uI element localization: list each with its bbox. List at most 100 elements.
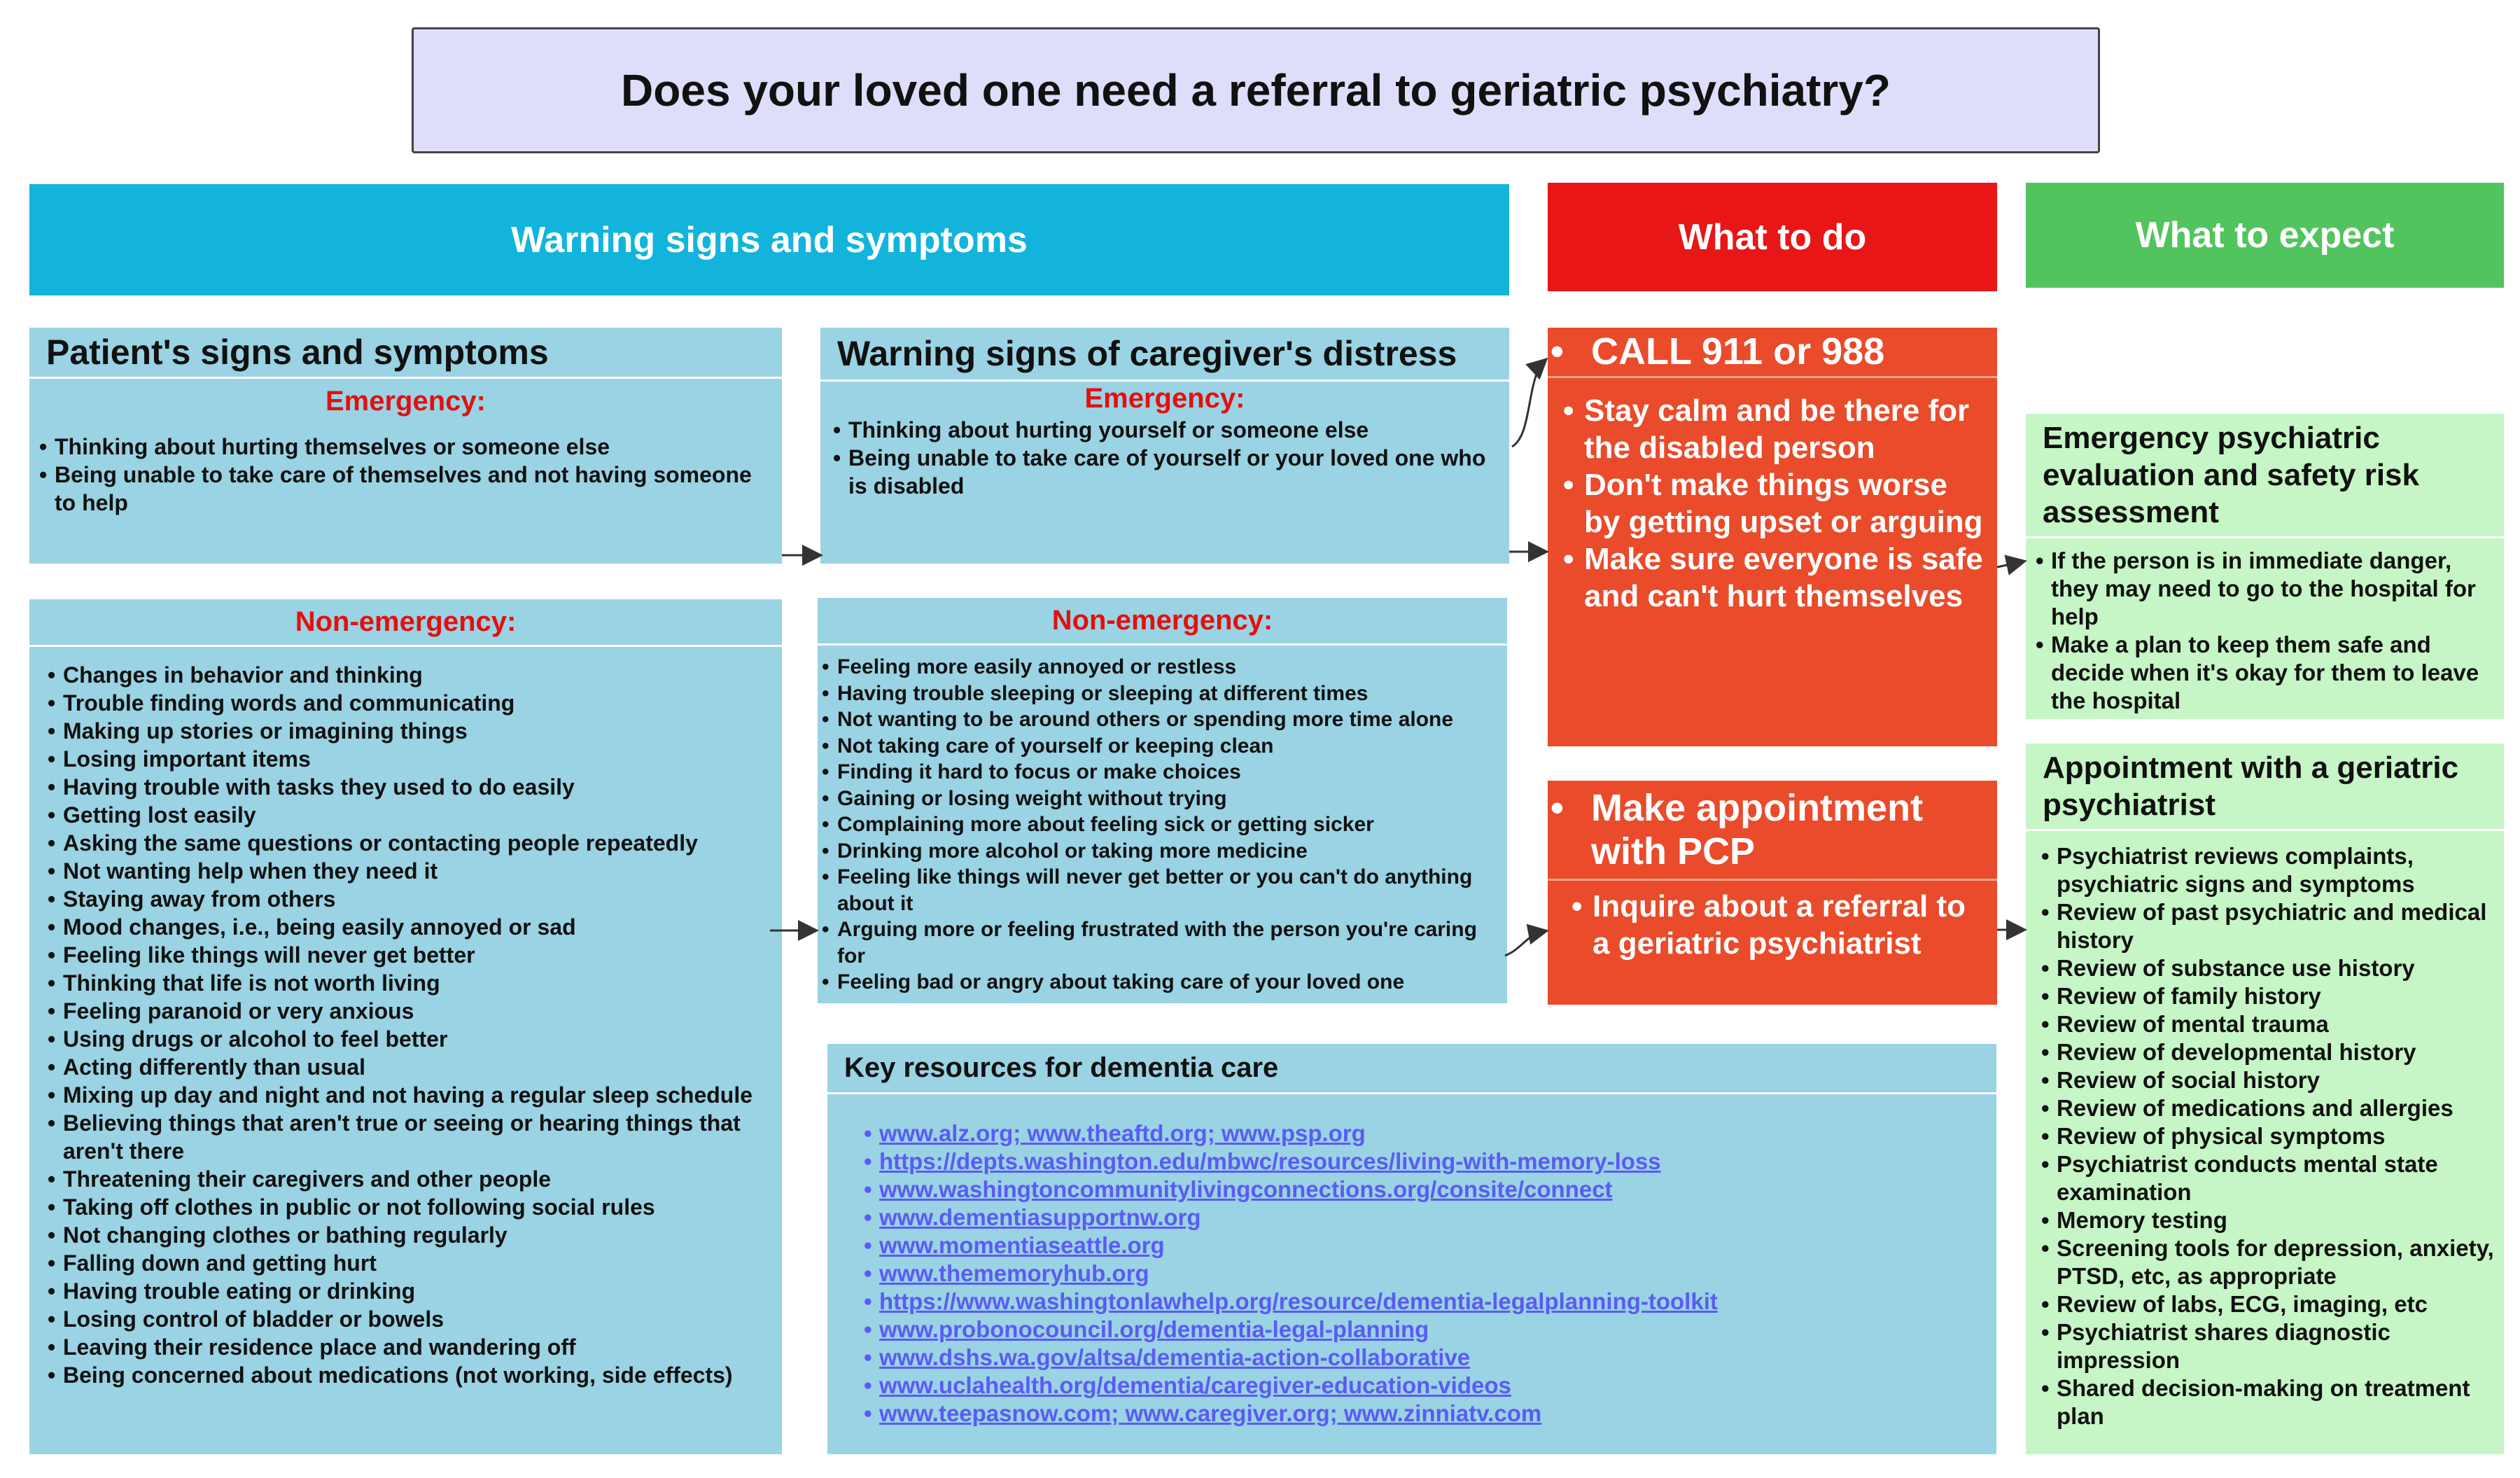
resource-link[interactable]: www.uclahealth.org/dementia/caregiver-ed… [861, 1372, 1989, 1400]
list-item: Having trouble with tasks they used to d… [45, 773, 775, 801]
evaluation-title: Emergency psychiatric evaluation and saf… [2026, 414, 2504, 538]
list-item: Losing control of bladder or bowels [45, 1305, 775, 1333]
list-item: Memory testing [2038, 1206, 2497, 1234]
resource-link-text[interactable]: https://depts.washington.edu/mbwc/resour… [879, 1148, 1661, 1174]
call-911-list: Stay calm and be there for the disabled … [1548, 378, 1997, 615]
resource-link-text[interactable]: www.washingtoncommunitylivingconnections… [879, 1176, 1613, 1202]
pcp-list: Inquire about a referral to a geriatric … [1548, 881, 1997, 962]
arrow-to-evaluation [1996, 555, 2027, 576]
list-item: Review of family history [2038, 982, 2497, 1010]
resource-link[interactable]: www.momentiaseattle.org [861, 1232, 1989, 1260]
patient-section-title: Patient's signs and symptoms [29, 328, 782, 379]
resource-link-text[interactable]: www.dshs.wa.gov/altsa/dementia-action-co… [879, 1344, 1471, 1370]
list-item: Not changing clothes or bathing regularl… [45, 1221, 775, 1249]
list-item: Taking off clothes in public or not foll… [45, 1193, 775, 1221]
call-911-title: CALL 911 or 988 [1548, 328, 1997, 378]
emergency-evaluation-box: Emergency psychiatric evaluation and saf… [2026, 414, 2504, 719]
list-item: Complaining more about feeling sick or g… [819, 811, 1503, 838]
list-item: Feeling paranoid or very anxious [45, 997, 775, 1025]
list-item: Psychiatrist shares diagnostic impressio… [2038, 1318, 2497, 1374]
resource-link[interactable]: www.teepasnow.com; www.caregiver.org; ww… [861, 1400, 1989, 1428]
resource-link[interactable]: www.dementiasupportnw.org [861, 1204, 1989, 1232]
list-item: Feeling bad or angry about taking care o… [819, 969, 1503, 996]
page-title: Does your loved one need a referral to g… [412, 27, 2100, 153]
resource-link-text[interactable]: www.alz.org; www.theaftd.org; www.psp.or… [879, 1120, 1366, 1146]
caregiver-nonemergency-box: Non-emergency: Feeling more easily annoy… [818, 598, 1507, 1003]
resource-link-text[interactable]: www.dementiasupportnw.org [879, 1204, 1201, 1230]
list-item: Feeling more easily annoyed or restless [819, 654, 1503, 681]
resource-link[interactable]: https://depts.washington.edu/mbwc/resour… [861, 1148, 1989, 1176]
list-item: Screening tools for depression, anxiety,… [2038, 1234, 2497, 1290]
list-item: Thinking that life is not worth living [45, 969, 775, 997]
list-item: Review of mental trauma [2038, 1010, 2497, 1038]
header-what-to-do: What to do [1548, 183, 1997, 291]
resource-link-text[interactable]: www.teepasnow.com; www.caregiver.org; ww… [879, 1400, 1542, 1426]
evaluation-list: If the person is in immediate danger, th… [2026, 538, 2504, 715]
list-item: Thinking about hurting themselves or som… [36, 433, 775, 461]
list-item: Gaining or losing weight without trying [819, 786, 1503, 812]
list-item: Inquire about a referral to a geriatric … [1569, 888, 1990, 962]
list-item: Mixing up day and night and not having a… [45, 1081, 775, 1109]
resource-link[interactable]: www.dshs.wa.gov/altsa/dementia-action-co… [861, 1344, 1989, 1372]
resource-link[interactable]: www.probonocouncil.org/dementia-legal-pl… [861, 1316, 1989, 1344]
list-item: Losing important items [45, 745, 775, 773]
nonemergency-label: Non-emergency: [29, 599, 782, 647]
patient-emergency-list: Thinking about hurting themselves or som… [29, 424, 782, 517]
list-item: Make a plan to keep them safe and decide… [2033, 631, 2497, 715]
list-item: Not taking care of yourself or keeping c… [819, 733, 1503, 760]
patient-nonemergency-list: Changes in behavior and thinkingTrouble … [29, 647, 782, 1389]
list-item: Trouble finding words and communicating [45, 689, 775, 717]
list-item: Review of substance use history [2038, 954, 2497, 982]
list-item: Feeling like things will never get bette… [45, 941, 775, 969]
resource-link-text[interactable]: www.probonocouncil.org/dementia-legal-pl… [879, 1316, 1429, 1342]
resources-title: Key resources for dementia care [827, 1044, 1996, 1094]
caregiver-emergency-list: Thinking about hurting yourself or someo… [820, 416, 1509, 500]
list-item: Finding it hard to focus or make choices [819, 759, 1503, 786]
list-item: Shared decision-making on treatment plan [2038, 1374, 2497, 1430]
header-what-to-expect: What to expect [2026, 183, 2504, 288]
list-item: Acting differently than usual [45, 1053, 775, 1081]
list-item: Having trouble sleeping or sleeping at d… [819, 681, 1503, 707]
list-item: Review of social history [2038, 1066, 2497, 1094]
list-item: Leaving their residence place and wander… [45, 1333, 775, 1361]
pcp-title: Make appointment with PCP [1548, 781, 1997, 881]
list-item: Threatening their caregivers and other p… [45, 1165, 775, 1193]
list-item: Drinking more alcohol or taking more med… [819, 838, 1503, 865]
caregiver-section-title: Warning signs of caregiver's distress [820, 328, 1509, 382]
emergency-label: Emergency: [1084, 383, 1245, 414]
resource-link-text[interactable]: www.uclahealth.org/dementia/caregiver-ed… [879, 1372, 1511, 1398]
list-item: Review of developmental history [2038, 1038, 2497, 1066]
list-item: Being unable to take care of themselves … [36, 461, 775, 517]
resource-link[interactable]: www.alz.org; www.theaftd.org; www.psp.or… [861, 1120, 1989, 1148]
arrow-to-pcp [1504, 923, 1549, 957]
caregiver-emergency-box: Warning signs of caregiver's distress Em… [820, 328, 1509, 564]
resource-link[interactable]: https://www.washingtonlawhelp.org/resour… [861, 1288, 1989, 1316]
appointment-title: Appointment with a geriatric psychiatris… [2026, 744, 2504, 831]
resource-link[interactable]: www.thememoryhub.org [861, 1260, 1989, 1288]
list-item: Thinking about hurting yourself or someo… [830, 416, 1502, 444]
list-item: Review of labs, ECG, imaging, etc [2038, 1290, 2497, 1318]
arrow-to-call-911 [1511, 357, 1548, 448]
resource-link[interactable]: www.washingtoncommunitylivingconnections… [861, 1176, 1989, 1204]
list-item: Make sure everyone is safe and can't hur… [1560, 541, 1990, 615]
list-item: Stay calm and be there for the disabled … [1560, 392, 1990, 466]
resource-link-text[interactable]: https://www.washingtonlawhelp.org/resour… [879, 1288, 1718, 1314]
list-item: Getting lost easily [45, 801, 775, 829]
list-item: Having trouble eating or drinking [45, 1277, 775, 1305]
patient-emergency-box: Patient's signs and symptoms Emergency: … [29, 328, 782, 564]
emergency-label: Emergency: [326, 386, 486, 417]
resources-list: www.alz.org; www.theaftd.org; www.psp.or… [827, 1094, 1996, 1428]
list-item: Psychiatrist conducts mental state exami… [2038, 1150, 2497, 1206]
list-item: Making up stories or imagining things [45, 717, 775, 745]
list-item: If the person is in immediate danger, th… [2033, 547, 2497, 631]
list-item: Not wanting to be around others or spend… [819, 706, 1503, 733]
list-item: Review of physical symptoms [2038, 1122, 2497, 1150]
list-item: Feeling like things will never get bette… [819, 864, 1503, 916]
list-item: Using drugs or alcohol to feel better [45, 1025, 775, 1053]
patient-nonemergency-box: Non-emergency: Changes in behavior and t… [29, 599, 782, 1454]
resource-link-text[interactable]: www.momentiaseattle.org [879, 1232, 1165, 1258]
list-item: Being unable to take care of yourself or… [830, 444, 1502, 500]
resource-link-text[interactable]: www.thememoryhub.org [879, 1260, 1149, 1286]
list-item: Psychiatrist reviews complaints, psychia… [2038, 842, 2497, 898]
